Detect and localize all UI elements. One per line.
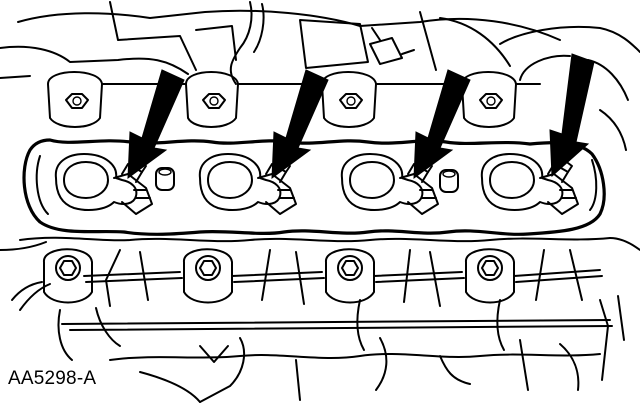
upper-bolt (339, 93, 363, 109)
upper-housing (0, 1, 640, 151)
upper-bolt (202, 93, 226, 109)
manifold-bolt (337, 255, 363, 281)
coil-plate (22, 138, 606, 236)
upper-bolt (65, 93, 89, 109)
indicator-arrow (127, 69, 185, 180)
indicator-arrow (549, 53, 595, 178)
spacer-stud (155, 167, 175, 191)
manifold-bolt (195, 255, 221, 281)
ignition-coil (198, 153, 297, 215)
upper-bolt (479, 93, 503, 109)
indicator-arrow (271, 69, 329, 180)
lower-manifold (0, 236, 640, 403)
manifold-bolt (55, 255, 81, 281)
indicator-arrow (413, 69, 471, 180)
figure-id-label: AA5298-A (8, 368, 97, 389)
spacer-stud (439, 169, 459, 193)
manifold-bolt (477, 255, 503, 281)
